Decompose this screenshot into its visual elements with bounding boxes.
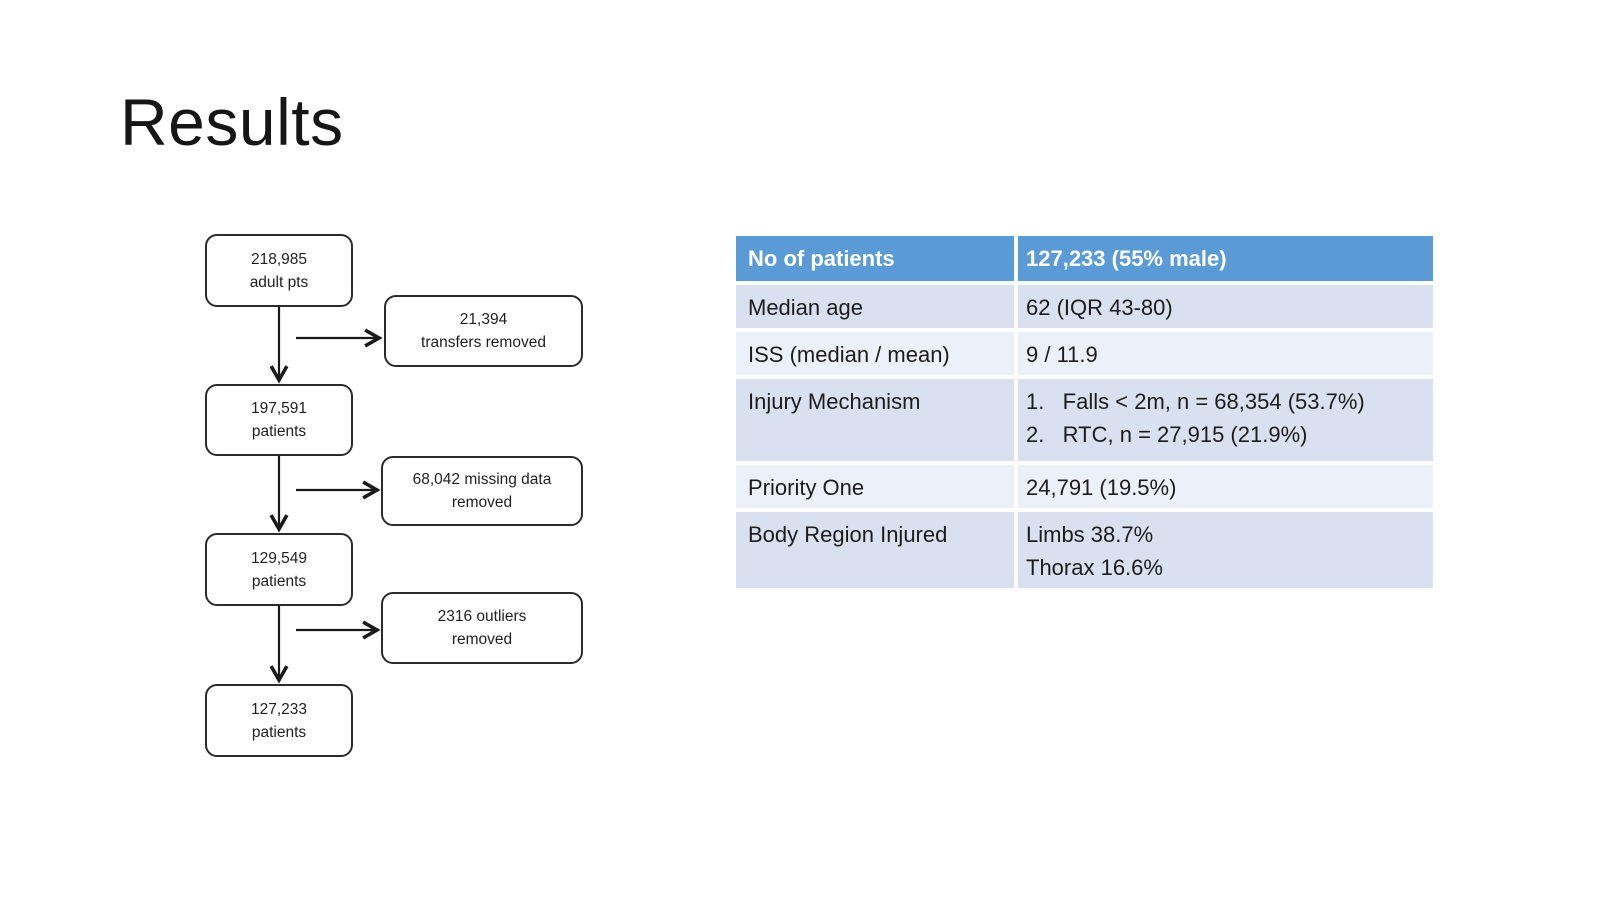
table-header-row: No of patients 127,233 (55% male) (736, 236, 1433, 285)
table-row-median-age: Median age 62 (IQR 43-80) (736, 285, 1433, 332)
results-table: No of patients 127,233 (55% male) Median… (736, 236, 1433, 588)
flow-box-patients-2: 129,549 patients (205, 533, 353, 606)
flow-sidebox-outliers-removed: 2316 outliers removed (381, 592, 583, 664)
row-value: Limbs 38.7% Thorax 16.6% (1014, 512, 1433, 588)
row-label: ISS (median / mean) (748, 342, 950, 367)
page-title: Results (120, 85, 344, 159)
table-row-priority-one: Priority One 24,791 (19.5%) (736, 465, 1433, 512)
table-header-label: No of patients (748, 246, 895, 271)
row-value: 24,791 (19.5%) (1014, 465, 1433, 508)
table-header-value: 127,233 (55% male) (1014, 236, 1433, 281)
row-label: Priority One (748, 475, 865, 500)
row-label: Median age (748, 295, 863, 320)
row-value: 1. Falls < 2m, n = 68,354 (53.7%) 2. RTC… (1014, 379, 1433, 461)
flow-box-patients-final: 127,233 patients (205, 684, 353, 757)
flow-sidebox-missing-data-removed: 68,042 missing data removed (381, 456, 583, 526)
table-row-body-region: Body Region Injured Limbs 38.7% Thorax 1… (736, 512, 1433, 588)
row-label: Body Region Injured (748, 522, 948, 547)
flow-sidebox-transfers-removed: 21,394 transfers removed (384, 295, 583, 367)
table-row-injury-mechanism: Injury Mechanism 1. Falls < 2m, n = 68,3… (736, 379, 1433, 465)
row-value: 62 (IQR 43-80) (1014, 285, 1433, 328)
table-row-iss: ISS (median / mean) 9 / 11.9 (736, 332, 1433, 379)
row-label: Injury Mechanism (748, 389, 921, 414)
row-value: 9 / 11.9 (1014, 332, 1433, 375)
flow-box-adult-pts: 218,985 adult pts (205, 234, 353, 307)
flow-box-patients-1: 197,591 patients (205, 384, 353, 456)
